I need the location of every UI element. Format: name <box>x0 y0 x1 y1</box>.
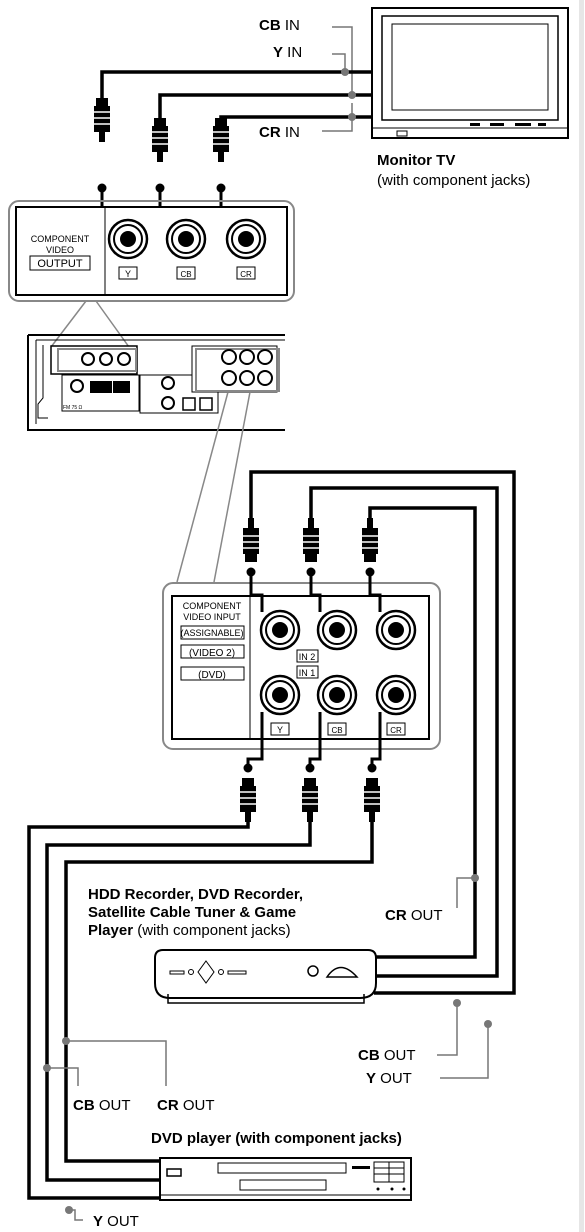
cr-in-label: CR IN <box>259 124 300 141</box>
receiver-rear-panel <box>27 334 285 431</box>
input-jack-y-label: Y <box>277 725 283 735</box>
dvd-y-out-label: Y OUT <box>93 1213 139 1230</box>
rca-plug-cr-top <box>212 117 230 163</box>
jack-cr-in2 <box>375 609 417 651</box>
rca-plug-cb-in2 <box>302 517 320 563</box>
input-panel-in2: IN 2 <box>299 652 316 662</box>
hdd-output-leaders <box>437 877 489 1079</box>
input-jack-cr-label: CR <box>390 726 402 735</box>
dvd-cr-out-label: CR OUT <box>157 1097 215 1114</box>
jack-cb-in2 <box>316 609 358 651</box>
dvd-title: DVD player (with component jacks) <box>151 1130 402 1147</box>
fm-antenna-label: FM 75 Ω <box>63 405 83 411</box>
hdd-cb-out-label: CB OUT <box>358 1047 416 1064</box>
output-jack-y-label: Y <box>125 269 131 279</box>
monitor-subtitle: (with component jacks) <box>377 172 530 189</box>
cables-in2-routing <box>249 470 516 995</box>
page-edge-bar <box>579 0 584 1232</box>
hdd-cr-out-label: CR OUT <box>385 907 443 924</box>
input-panel-in1: IN 1 <box>299 668 316 678</box>
monitor-tv <box>371 7 569 139</box>
jack-cb-in1 <box>316 674 358 716</box>
input-panel-line1: COMPONENT <box>183 601 242 611</box>
input-panel-video2: (VIDEO 2) <box>189 648 235 659</box>
zoom-leader-input <box>176 391 251 583</box>
dvd-cb-out-label: CB OUT <box>73 1097 131 1114</box>
output-panel-line1: COMPONENT <box>31 234 90 244</box>
cb-in-label: CB IN <box>259 17 300 34</box>
jack-cr-in1 <box>375 674 417 716</box>
jack-cr-output <box>225 218 267 260</box>
hdd-recorder-device <box>154 949 377 1004</box>
rca-plug-cr-in1 <box>363 777 381 823</box>
rca-plug-cr-in2 <box>361 517 379 563</box>
monitor-title: Monitor TV <box>377 152 455 169</box>
rca-plug-y-in1 <box>239 777 257 823</box>
cables-in2 <box>249 572 382 612</box>
output-jack-cb-label: CB <box>180 270 191 279</box>
output-panel-line2: VIDEO <box>46 245 74 255</box>
cables-monitor <box>100 70 372 119</box>
y-in-label: Y IN <box>273 44 302 61</box>
output-panel-line3: OUTPUT <box>37 258 83 270</box>
rca-plug-cb-top <box>151 117 169 163</box>
hdd-y-out-label: Y OUT <box>366 1070 412 1087</box>
hdd-title-line1: HDD Recorder, DVD Recorder, <box>88 886 303 903</box>
rca-plug-y-top <box>93 97 111 143</box>
cables-in1-routing <box>27 822 374 1200</box>
input-panel-dvd: (DVD) <box>198 670 226 681</box>
jack-y-output <box>107 218 149 260</box>
jack-y-in2 <box>259 609 301 651</box>
jack-y-in1 <box>259 674 301 716</box>
input-panel-line2: VIDEO INPUT <box>183 612 241 622</box>
output-jack-cr-label: CR <box>240 270 252 279</box>
input-jack-cb-label: CB <box>331 726 342 735</box>
hdd-title-line3: Player (with component jacks) <box>88 922 291 939</box>
input-panel-assignable: (ASSIGNABLE) <box>180 628 243 638</box>
jack-cb-output <box>165 218 207 260</box>
dvd-player-device <box>159 1157 412 1201</box>
hdd-title-line2: Satellite Cable Tuner & Game <box>88 904 296 921</box>
zoom-leader-output <box>50 300 130 348</box>
rca-plug-cb-in1 <box>301 777 319 823</box>
rca-plug-y-in2 <box>242 517 260 563</box>
